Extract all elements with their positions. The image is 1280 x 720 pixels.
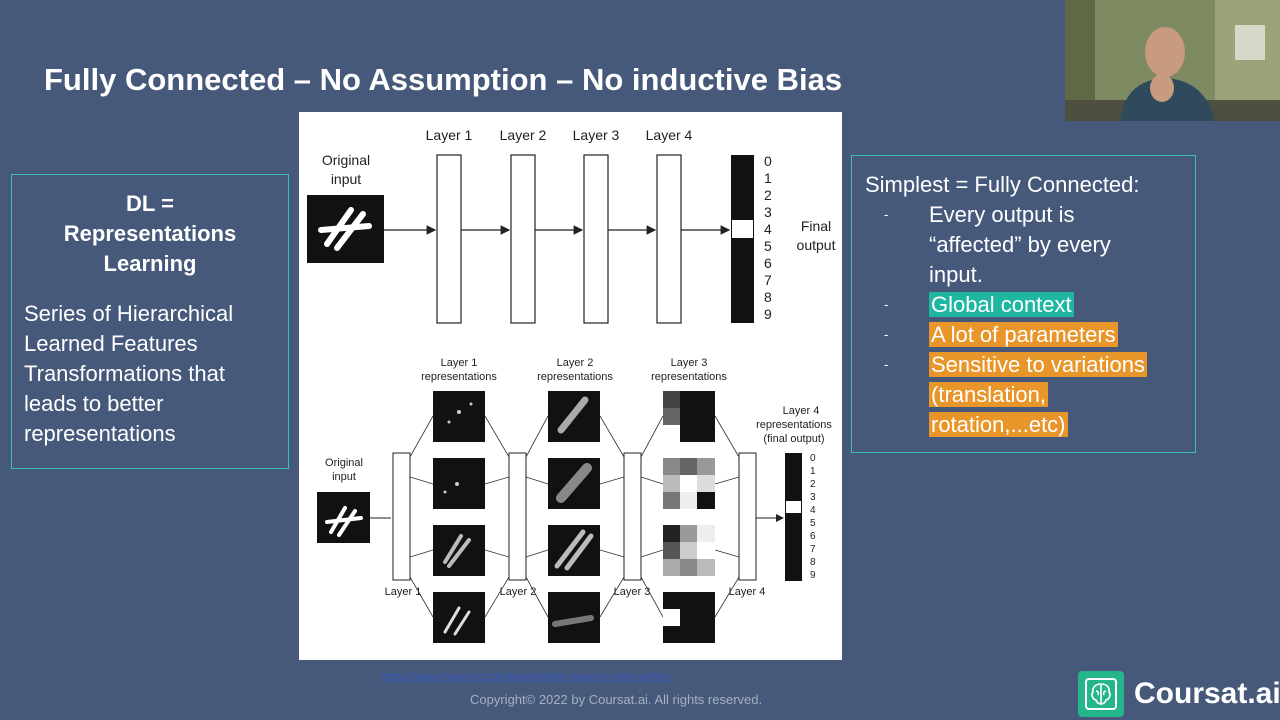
bullet-highlight-variations: rotation,...etc)	[929, 412, 1068, 437]
bottom-output-digit: 5	[810, 518, 816, 529]
top-output-digit: 6	[764, 255, 772, 271]
bullet-dash: -	[884, 207, 889, 222]
top-output-digit: 9	[764, 306, 772, 322]
rep-header: Layer 1	[441, 357, 478, 369]
brain-icon	[1078, 671, 1124, 717]
bullet-highlight-global-context: Global context	[929, 292, 1074, 317]
bullet-line: input.	[929, 262, 983, 287]
bottom-output-digit: 6	[810, 531, 816, 542]
top-output-digit: 5	[764, 238, 772, 254]
layer2-feature-maps	[548, 391, 600, 643]
rep-header: representations	[651, 371, 727, 383]
top-input-label: input	[331, 171, 361, 187]
definition-body-line: representations	[24, 421, 176, 446]
top-layer-block	[583, 154, 609, 324]
bottom-layer-block	[738, 452, 757, 581]
top-output-digit: 4	[764, 221, 772, 237]
bottom-layer-block	[508, 452, 527, 581]
bottom-output-digit: 1	[810, 466, 816, 477]
bottom-input-label: input	[332, 471, 356, 483]
top-input-image	[307, 195, 384, 263]
bullet-item: - Global context	[884, 290, 1195, 320]
bottom-layer-block	[392, 452, 411, 581]
bottom-output-digit: 0	[810, 453, 816, 464]
brand-logo: Coursat.ai	[1078, 671, 1280, 717]
bottom-input-image	[317, 492, 370, 543]
fully-connected-box: Simplest = Fully Connected: - Every outp…	[851, 155, 1196, 453]
definition-body: Series of Hierarchical Learned Features …	[24, 299, 288, 449]
definition-body-line: Series of Hierarchical	[24, 301, 234, 326]
definition-heading-line: DL =	[126, 191, 174, 216]
top-layer-label: Layer 3	[573, 127, 620, 143]
definition-body-line: Transformations that	[24, 361, 225, 386]
definition-box: DL = Representations Learning Series of …	[11, 174, 289, 469]
final-rep-header: (final output)	[763, 433, 824, 445]
bullet-dash: -	[884, 327, 889, 342]
layer1-feature-maps	[433, 391, 485, 643]
slide-title: Fully Connected – No Assumption – No ind…	[44, 62, 843, 97]
bullet-item: - Sensitive to variations (translation, …	[884, 350, 1195, 440]
top-output-label: Final	[801, 218, 831, 234]
rep-header: Layer 3	[671, 357, 708, 369]
top-output-digit: 3	[764, 204, 772, 220]
bottom-layer-label: Layer 4	[729, 586, 766, 598]
top-output-digit: 1	[764, 170, 772, 186]
top-layer-label: Layer 1	[426, 127, 473, 143]
bullet-highlight-variations: Sensitive to variations	[929, 352, 1147, 377]
definition-heading: DL = Representations Learning	[12, 189, 288, 279]
top-output-digit: 8	[764, 289, 772, 305]
bottom-input-label: Original	[325, 457, 363, 469]
definition-heading-line: Learning	[103, 251, 197, 276]
source-link[interactable]: https://www.manning.com/books/deep-learn…	[382, 671, 670, 683]
rep-header: representations	[421, 371, 497, 383]
bullet-item: - A lot of parameters	[884, 320, 1195, 350]
bottom-output-digit: 8	[810, 557, 816, 568]
top-output-vector	[731, 155, 754, 323]
presenter-webcam	[1065, 0, 1280, 121]
final-rep-header: Layer 4	[783, 405, 820, 417]
rep-header: Layer 2	[557, 357, 594, 369]
bottom-output-digit: 3	[810, 492, 816, 503]
top-output-label: output	[797, 237, 836, 253]
bottom-layer-label: Layer 2	[500, 586, 537, 598]
top-layer-block	[436, 154, 462, 324]
bottom-output-digit: 7	[810, 544, 816, 555]
bottom-output-vector	[785, 453, 802, 581]
layer3-feature-maps	[663, 391, 715, 643]
final-rep-header: representations	[756, 419, 832, 431]
bottom-layer-label: Layer 3	[614, 586, 651, 598]
top-output-digit: 0	[764, 153, 772, 169]
rep-header: representations	[537, 371, 613, 383]
bottom-layer-block	[623, 452, 642, 581]
top-layer-block	[510, 154, 536, 324]
fully-connected-heading: Simplest = Fully Connected:	[865, 172, 1140, 197]
presenter-image	[1065, 0, 1280, 121]
bottom-output-digit: 9	[810, 570, 816, 581]
definition-body-line: leads to better	[24, 391, 164, 416]
bottom-output-digit: 4	[810, 505, 816, 516]
bullet-item: - Every output is “affected” by every in…	[884, 200, 1195, 290]
bullet-dash: -	[884, 357, 889, 372]
copyright-text: Copyright© 2022 by Coursat.ai. All right…	[470, 692, 763, 707]
bullet-highlight-parameters: A lot of parameters	[929, 322, 1118, 347]
bullet-line: Every output is	[929, 202, 1075, 227]
brand-name: Coursat.ai	[1134, 677, 1280, 710]
bullet-line: “affected” by every	[929, 232, 1111, 257]
bottom-layer-label: Layer 1	[385, 586, 422, 598]
network-diagram: Original input Layer 1 Layer 2 Layer 3 L…	[307, 127, 836, 643]
top-layer-block	[656, 154, 682, 324]
top-output-digit: 7	[764, 272, 772, 288]
top-layer-label: Layer 4	[646, 127, 693, 143]
bullet-dash: -	[884, 297, 889, 312]
top-layer-label: Layer 2	[500, 127, 547, 143]
definition-heading-line: Representations	[63, 221, 237, 246]
definition-body-line: Learned Features	[24, 331, 198, 356]
top-input-label: Original	[322, 152, 370, 168]
top-output-digit: 2	[764, 187, 772, 203]
bottom-output-digit: 2	[810, 479, 816, 490]
bullet-highlight-variations: (translation,	[929, 382, 1048, 407]
network-figure: Original input Layer 1 Layer 2 Layer 3 L…	[299, 112, 842, 660]
